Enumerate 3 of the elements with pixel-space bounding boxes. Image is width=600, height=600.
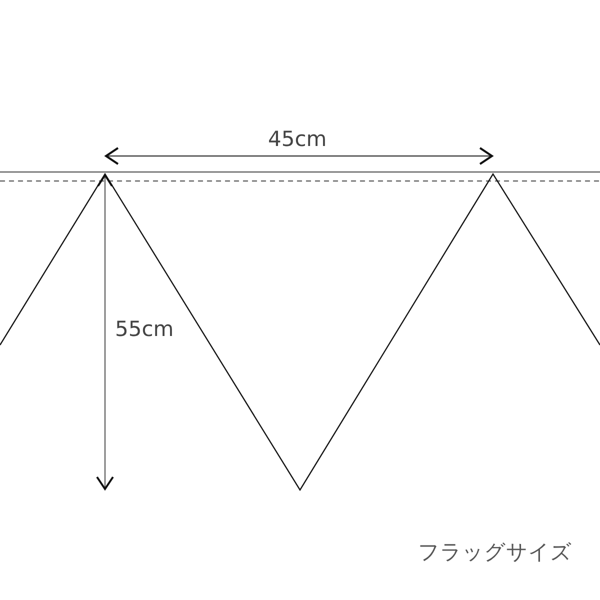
dimension-label: 45cm	[268, 129, 327, 150]
dimension-label: 55cm	[115, 319, 174, 340]
caption: フラッグサイズ	[418, 542, 572, 563]
